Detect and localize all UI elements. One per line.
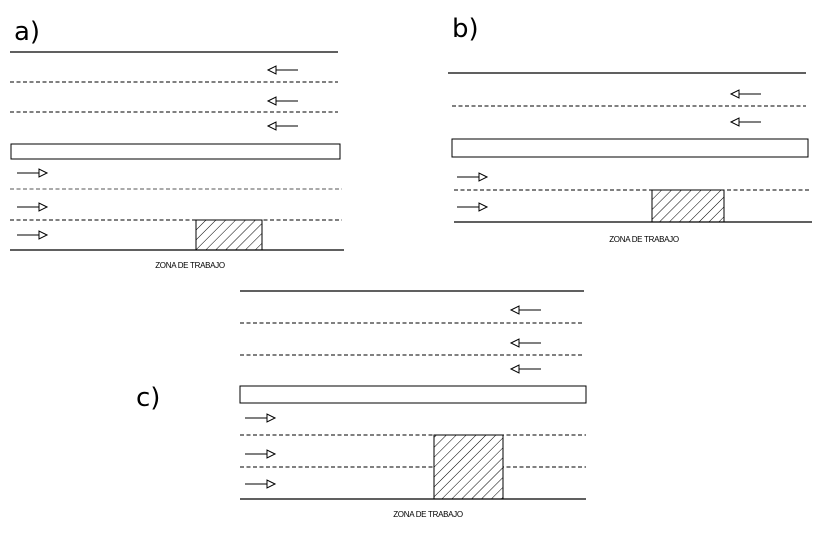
left-arrow-icon bbox=[267, 65, 299, 75]
left-arrow-icon bbox=[510, 364, 542, 374]
zone-label: ZONA DE TRABAJO bbox=[155, 261, 225, 270]
left-arrow-icon bbox=[730, 117, 762, 127]
left-arrow-icon bbox=[730, 89, 762, 99]
right-arrow-icon bbox=[244, 449, 276, 459]
work-zone bbox=[651, 189, 725, 223]
right-arrow-icon bbox=[16, 202, 48, 212]
left-arrow-icon bbox=[267, 121, 299, 131]
right-arrow-icon bbox=[244, 413, 276, 423]
median bbox=[451, 138, 809, 158]
panel-c: c) ZONA DE TRABAJO bbox=[136, 290, 587, 519]
work-zone bbox=[195, 219, 263, 251]
right-arrow-icon bbox=[244, 479, 276, 489]
median bbox=[10, 143, 341, 160]
right-arrow-icon bbox=[16, 230, 48, 240]
panel-a-label: a) bbox=[14, 17, 40, 47]
panel-c-label: c) bbox=[136, 383, 160, 413]
panel-a: a) ZONA DE TRABAJO bbox=[10, 17, 344, 270]
left-arrow-icon bbox=[510, 305, 542, 315]
left-arrow-icon bbox=[267, 96, 299, 106]
right-arrow-icon bbox=[456, 172, 488, 182]
work-zone bbox=[433, 434, 504, 500]
zone-label: ZONA DE TRABAJO bbox=[393, 510, 463, 519]
panel-b: b) ZONA DE TRABAJO bbox=[448, 14, 812, 244]
panel-b-label: b) bbox=[452, 14, 479, 44]
left-arrow-icon bbox=[510, 338, 542, 348]
right-arrow-icon bbox=[456, 202, 488, 212]
right-arrow-icon bbox=[16, 168, 48, 178]
zone-label: ZONA DE TRABAJO bbox=[609, 235, 679, 244]
median bbox=[239, 385, 587, 404]
